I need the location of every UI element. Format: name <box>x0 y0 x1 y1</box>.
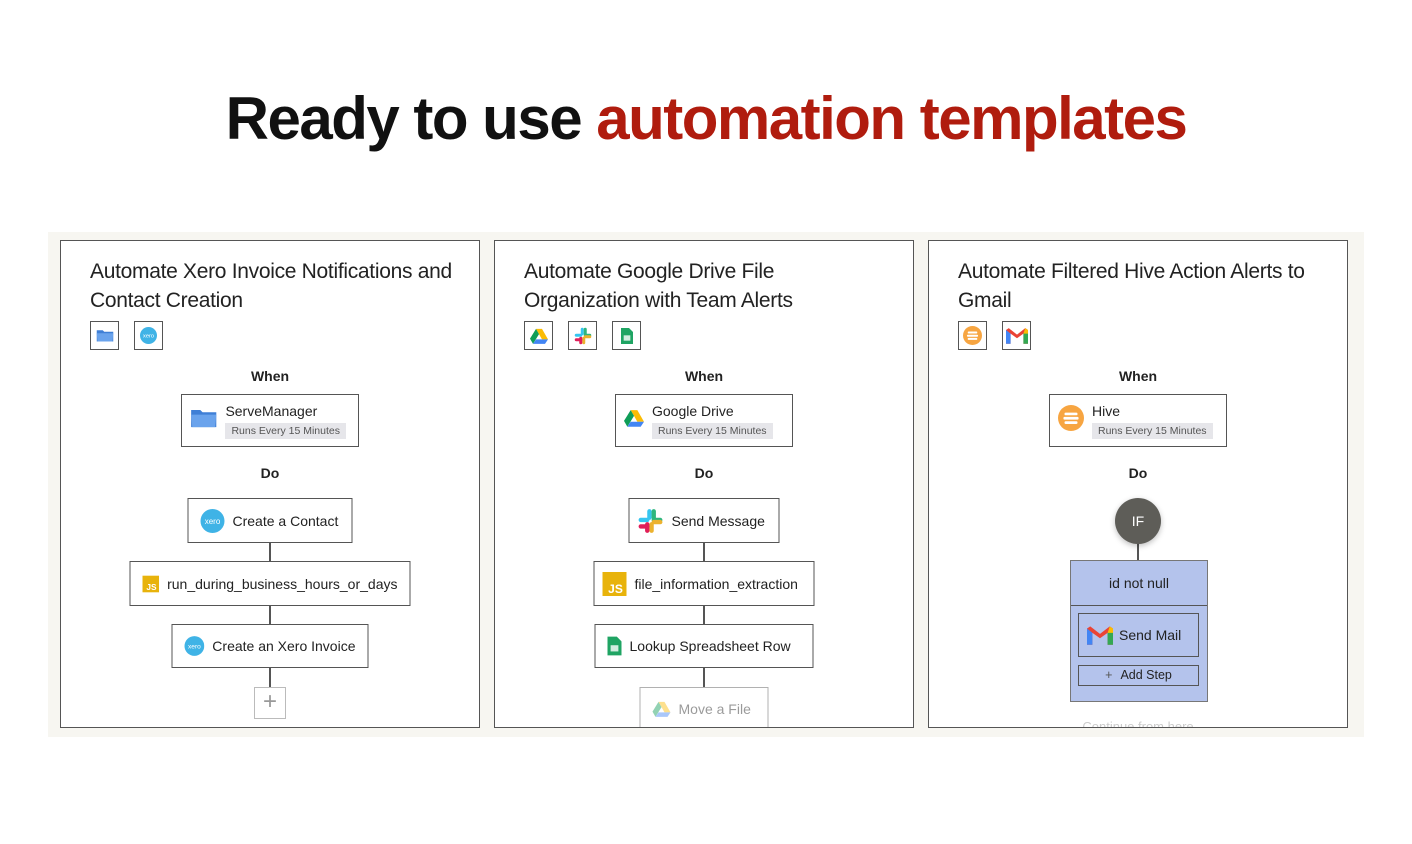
xero-icon <box>201 509 225 533</box>
connector <box>703 606 705 624</box>
connector <box>269 606 271 624</box>
add-step-button[interactable]: + Add Step <box>1078 665 1199 686</box>
connector <box>703 543 705 561</box>
hive-icon <box>958 321 987 350</box>
google-sheets-icon <box>608 636 622 656</box>
connector <box>703 668 705 687</box>
google-drive-icon <box>624 409 644 427</box>
google-sheets-icon <box>612 321 641 350</box>
trigger-name: ServeManager <box>225 403 318 419</box>
schedule-badge: Runs Every 15 Minutes <box>1092 423 1213 439</box>
headline-text: Ready to use <box>225 85 597 152</box>
js-icon <box>603 572 627 596</box>
google-drive-icon <box>653 701 671 717</box>
app-icons <box>958 321 1031 350</box>
card-title: Automate Xero Invoice Notifications and … <box>90 260 452 312</box>
step-label: Send Message <box>671 512 765 529</box>
do-label: Do <box>260 465 280 481</box>
schedule-badge: Runs Every 15 Minutes <box>652 423 773 439</box>
card-title: Automate Filtered Hive Action Alerts to … <box>958 260 1305 312</box>
step-label: Send Mail <box>1119 627 1182 643</box>
add-step-button[interactable]: + <box>254 687 286 719</box>
trigger-name: Google Drive <box>652 403 734 419</box>
template-card-xero[interactable]: Automate Xero Invoice Notifications and … <box>60 240 480 728</box>
step-node[interactable]: Send Message <box>628 498 780 543</box>
gmail-icon <box>1087 625 1113 645</box>
slack-icon <box>568 321 597 350</box>
xero-icon <box>134 321 163 350</box>
do-label: Do <box>1128 465 1148 481</box>
headline-accent: automation templates <box>596 85 1188 152</box>
add-step-label: Add Step <box>1120 668 1172 682</box>
when-label: When <box>684 368 724 384</box>
hive-icon <box>1058 405 1084 431</box>
template-card-hive[interactable]: Automate Filtered Hive Action Alerts to … <box>928 240 1348 728</box>
slack-icon <box>638 508 664 534</box>
google-drive-icon <box>524 321 553 350</box>
folder-icon <box>90 321 119 350</box>
gmail-icon <box>1002 321 1031 350</box>
step-label: Create a Contact <box>232 512 339 529</box>
condition-branch[interactable]: id not null Send Mail + Add Step <box>1070 560 1208 702</box>
step-label: Lookup Spreadsheet Row <box>629 638 791 654</box>
continue-from-here: Continue from here <box>1082 719 1194 728</box>
step-node[interactable]: Create an Xero Invoice <box>171 624 369 668</box>
xero-icon <box>185 634 205 658</box>
js-icon <box>143 572 160 596</box>
when-label: When <box>1118 368 1158 384</box>
card-title: Automate Google Drive File Organization … <box>524 260 793 312</box>
do-label: Do <box>694 465 714 481</box>
connector <box>269 668 271 687</box>
connector <box>269 543 271 561</box>
step-node[interactable]: Move a File <box>639 687 769 727</box>
trigger-name: Hive <box>1092 403 1121 419</box>
if-condition-node[interactable]: IF <box>1115 498 1161 544</box>
step-node[interactable]: Lookup Spreadsheet Row <box>594 624 814 668</box>
app-icons <box>524 321 641 350</box>
template-card-google-drive[interactable]: Automate Google Drive File Organization … <box>494 240 914 728</box>
templates-panel: Automate Xero Invoice Notifications and … <box>48 232 1364 737</box>
send-mail-step[interactable]: Send Mail <box>1078 613 1199 657</box>
step-label: Move a File <box>678 701 751 717</box>
step-node[interactable]: Create a Contact <box>187 498 353 543</box>
page-headline: Ready to use automation templates <box>0 84 1412 153</box>
plus-icon: + <box>1105 668 1113 682</box>
step-node[interactable]: file_information_extraction <box>593 561 815 606</box>
folder-icon <box>190 406 217 430</box>
schedule-badge: Runs Every 15 Minutes <box>225 423 346 439</box>
step-label: Create an Xero Invoice <box>212 638 356 654</box>
step-label: file_information_extraction <box>634 575 798 592</box>
when-label: When <box>250 368 290 384</box>
step-label: run_during_business_hours_or_days <box>167 575 398 592</box>
app-icons <box>90 321 163 350</box>
condition-label: id not null <box>1071 561 1207 606</box>
connector <box>1137 541 1139 561</box>
step-node[interactable]: run_during_business_hours_or_days <box>129 561 411 606</box>
